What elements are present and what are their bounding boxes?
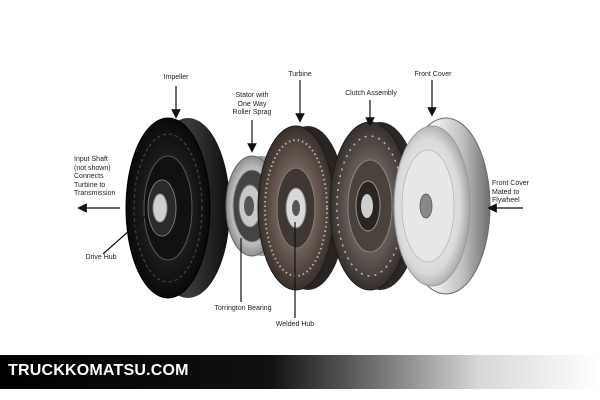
front-cover-part — [393, 117, 491, 295]
welded-hub-label: Welded Hub — [275, 321, 315, 328]
banner-text: TRUCKKOMATSU.COM — [8, 362, 189, 379]
impeller-label: Impeller — [163, 74, 189, 81]
stator-label: Stator with One Way Roller Sprag — [232, 92, 272, 116]
turbine-part — [257, 125, 346, 291]
drive-hub-label: Drive Hub — [85, 254, 117, 261]
torrington-bearing-label: Torrington Bearing — [214, 305, 272, 312]
front-cover-label: Front Cover — [414, 71, 452, 78]
input-shaft-label: Input Shaft (not shown) Connects Turbine… — [74, 156, 116, 197]
turbine-label: Turbine — [288, 71, 312, 78]
impeller-part — [125, 117, 230, 299]
watermark-banner: TRUCKKOMATSU.COM — [0, 355, 600, 389]
front-cover-mated-label: Front Cover Mated to Flywheel — [492, 180, 529, 204]
leader-lines — [77, 80, 523, 318]
clutch-assembly-label: Clutch Assembly — [345, 90, 397, 97]
